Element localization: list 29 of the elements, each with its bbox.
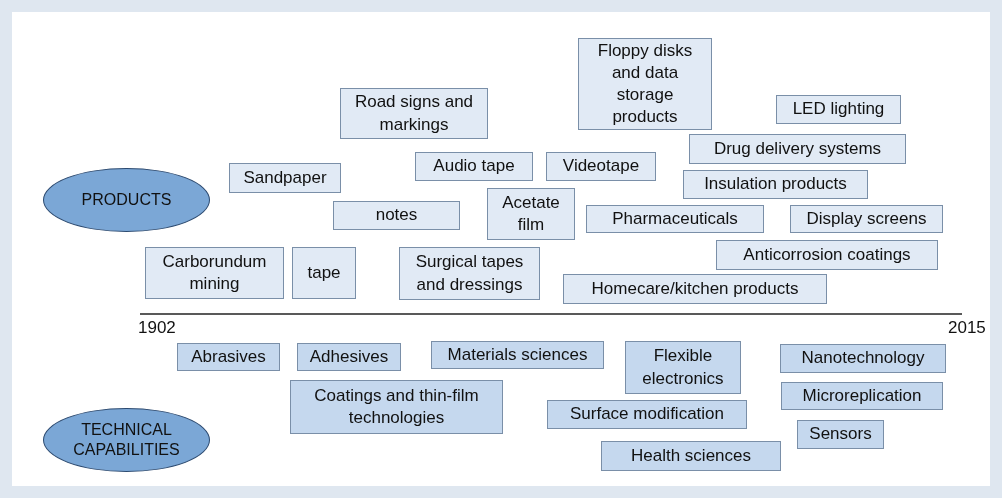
capability-box: Nanotechnology: [780, 344, 946, 373]
product-box: Anticorrosion coatings: [716, 240, 938, 270]
capability-box: Coatings and thin-film technologies: [290, 380, 503, 434]
product-box: Surgical tapes and dressings: [399, 247, 540, 300]
year-label: 1902: [138, 318, 176, 338]
capability-box: Surface modification: [547, 400, 747, 429]
capability-box: Sensors: [797, 420, 884, 449]
capability-box: Abrasives: [177, 343, 280, 371]
product-box: Drug delivery systems: [689, 134, 906, 164]
product-box: Audio tape: [415, 152, 533, 181]
product-box: Carborundum mining: [145, 247, 284, 299]
product-box: Insulation products: [683, 170, 868, 199]
product-box: Homecare/kitchen products: [563, 274, 827, 304]
product-box: Sandpaper: [229, 163, 341, 193]
product-box: Pharmaceuticals: [586, 205, 764, 233]
capability-box: Flexible electronics: [625, 341, 741, 394]
product-box: Display screens: [790, 205, 943, 233]
product-box: Road signs and markings: [340, 88, 488, 139]
year-label: 2015: [948, 318, 986, 338]
product-box: Acetate film: [487, 188, 575, 240]
capability-box: Health sciences: [601, 441, 781, 471]
capability-box: Microreplication: [781, 382, 943, 410]
capability-box: Adhesives: [297, 343, 401, 371]
product-box: tape: [292, 247, 356, 299]
capability-box: Materials sciences: [431, 341, 604, 369]
product-box: notes: [333, 201, 460, 230]
product-box: LED lighting: [776, 95, 901, 124]
product-box: Videotape: [546, 152, 656, 181]
product-box: Floppy disks and data storage products: [578, 38, 712, 131]
